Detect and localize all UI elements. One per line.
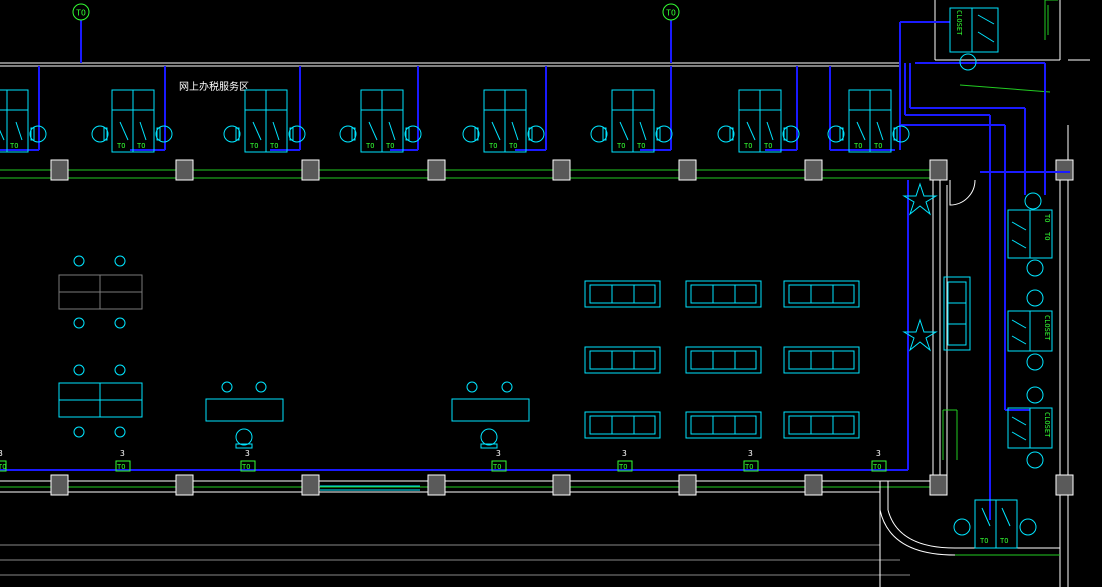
svg-text:TO: TO xyxy=(242,463,250,471)
svg-text:TO: TO xyxy=(117,142,125,150)
bench[interactable] xyxy=(685,280,762,308)
svg-text:TO: TO xyxy=(509,142,517,150)
svg-text:TO: TO xyxy=(1000,537,1008,545)
data-cabling xyxy=(0,20,1070,520)
svg-text:TO: TO xyxy=(270,142,278,150)
side-station[interactable] xyxy=(1007,289,1053,371)
meeting-tables xyxy=(58,255,530,449)
svg-text:TO: TO xyxy=(617,142,625,150)
svg-text:TO: TO xyxy=(117,463,125,471)
stools xyxy=(73,255,513,438)
desk[interactable] xyxy=(205,398,284,449)
svg-text:TO: TO xyxy=(854,142,862,150)
corridor-furniture xyxy=(902,182,971,352)
floor-outlets: 3 TO 3 TO 3 TO 3 TO 3 TO 3 TO xyxy=(0,449,887,472)
bench[interactable] xyxy=(584,411,661,439)
bench[interactable] xyxy=(783,346,860,374)
svg-text:TO: TO xyxy=(76,9,86,18)
to-marker[interactable]: TO xyxy=(662,3,680,21)
svg-text:TO: TO xyxy=(745,463,753,471)
svg-text:TO: TO xyxy=(493,463,501,471)
svg-text:TO: TO xyxy=(744,142,752,150)
columns xyxy=(50,159,1074,496)
svg-text:3: 3 xyxy=(496,449,501,458)
counter-station[interactable] xyxy=(223,89,306,153)
floor-outlet[interactable]: 3 TO xyxy=(115,449,131,472)
svg-text:TO: TO xyxy=(250,142,258,150)
side-station-labels: TO TO CLOSET CLOSET CLOSET TO TO xyxy=(955,10,1051,545)
side-stations xyxy=(949,7,1053,549)
bench[interactable] xyxy=(685,346,762,374)
svg-text:CLOSET: CLOSET xyxy=(955,10,963,36)
corridor-bench[interactable] xyxy=(943,276,971,351)
service-counters xyxy=(0,89,910,153)
floor-outlet[interactable]: 3 TO xyxy=(617,449,633,472)
svg-text:3: 3 xyxy=(120,449,125,458)
floor-outlet[interactable]: 3 TO xyxy=(491,449,507,472)
svg-text:3: 3 xyxy=(622,449,627,458)
bench[interactable] xyxy=(584,346,661,374)
bottom-station[interactable] xyxy=(953,499,1037,549)
counter-station[interactable] xyxy=(717,89,800,153)
counter-outlet-labels: TO TO TO TO TO TO TO TO TO TO TO TO TO TO TO xyxy=(10,142,882,150)
bench[interactable] xyxy=(685,411,762,439)
svg-text:CLOSET: CLOSET xyxy=(1043,315,1051,341)
svg-text:3: 3 xyxy=(0,449,3,458)
svg-text:TO: TO xyxy=(980,537,988,545)
bench[interactable] xyxy=(783,411,860,439)
counter-station[interactable] xyxy=(91,89,173,153)
svg-text:TO: TO xyxy=(489,142,497,150)
bench[interactable] xyxy=(783,280,860,308)
svg-text:TO: TO xyxy=(764,142,772,150)
outlet-markers: TO TO xyxy=(72,3,680,21)
svg-text:TO: TO xyxy=(873,463,881,471)
zone-label: 网上办税服务区 xyxy=(179,80,249,93)
svg-text:TO: TO xyxy=(366,142,374,150)
svg-text:3: 3 xyxy=(876,449,881,458)
plant-icon xyxy=(902,318,938,352)
to-marker[interactable]: TO xyxy=(72,3,90,21)
bench[interactable] xyxy=(584,280,661,308)
desk[interactable] xyxy=(451,398,530,449)
top-closet-station[interactable] xyxy=(949,7,999,71)
counter-station[interactable] xyxy=(0,89,47,153)
table-cyan[interactable] xyxy=(58,382,143,418)
counter-station[interactable] xyxy=(339,89,422,153)
svg-text:TO: TO xyxy=(666,9,676,18)
plant-icon xyxy=(902,182,938,216)
svg-text:TO: TO xyxy=(1043,232,1051,240)
side-station[interactable] xyxy=(1007,192,1053,277)
svg-text:CLOSET: CLOSET xyxy=(1043,412,1051,438)
svg-text:TO: TO xyxy=(1043,214,1051,222)
svg-text:3: 3 xyxy=(245,449,250,458)
table-grey[interactable] xyxy=(58,274,143,310)
floor-outlet[interactable]: 3 TO xyxy=(743,449,759,472)
svg-text:TO: TO xyxy=(874,142,882,150)
waiting-benches xyxy=(584,280,860,439)
svg-text:TO: TO xyxy=(10,142,18,150)
side-station[interactable] xyxy=(1007,386,1053,469)
counter-station[interactable] xyxy=(462,89,545,153)
svg-text:TO: TO xyxy=(0,463,6,471)
counter-station[interactable] xyxy=(590,89,673,153)
svg-text:TO: TO xyxy=(637,142,645,150)
counter-station[interactable] xyxy=(827,89,910,153)
floor-outlet[interactable]: 3 TO xyxy=(0,449,7,472)
svg-text:TO: TO xyxy=(619,463,627,471)
svg-text:3: 3 xyxy=(748,449,753,458)
svg-text:TO: TO xyxy=(386,142,394,150)
floor-outlet[interactable]: 3 TO xyxy=(240,449,256,472)
svg-text:TO: TO xyxy=(137,142,145,150)
floor-outlet[interactable]: 3 TO xyxy=(871,449,887,472)
